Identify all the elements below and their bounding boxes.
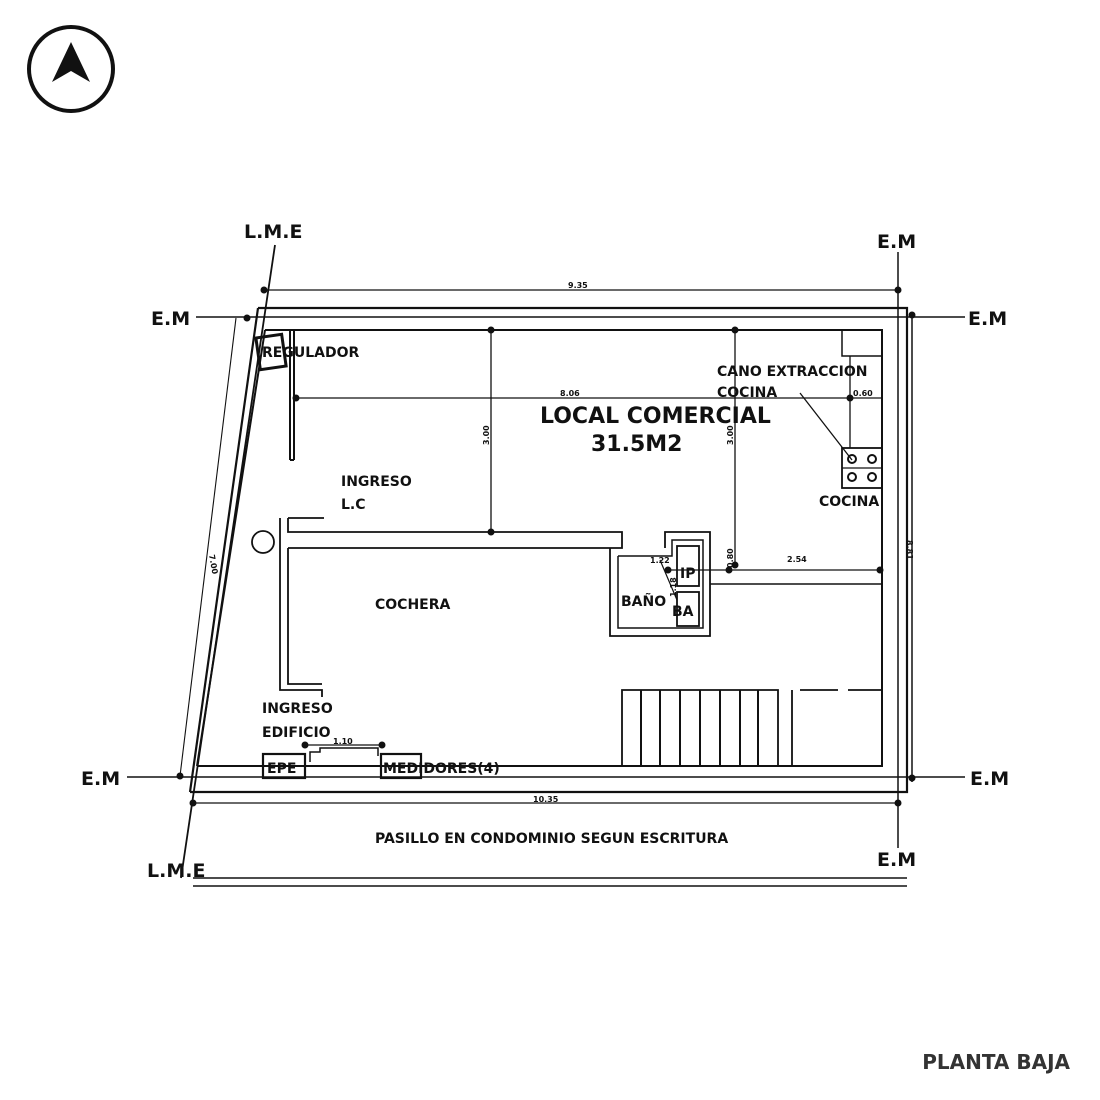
lme-label-bottom: L.M.E xyxy=(147,860,205,882)
dim-small-gap: 0.80 xyxy=(726,548,735,568)
em-label-left-bottom: E.M xyxy=(81,768,120,790)
cocina-label: COCINA xyxy=(819,494,879,510)
dim-entry-width: 1.10 xyxy=(333,737,353,746)
dim-right-depth: 8.81 xyxy=(905,540,914,560)
epe-box xyxy=(261,752,307,780)
local-comercial-area: 31.5M2 xyxy=(591,432,682,457)
bano-label: BAÑO xyxy=(621,593,666,610)
em-label-right-bottom: E.M xyxy=(970,768,1009,790)
dim-side-depth: 7.00 xyxy=(207,554,219,575)
dim-kitchen-side: 2.54 xyxy=(787,555,807,564)
ingreso-lc-label-1: INGRESO xyxy=(341,474,412,490)
cano-cocina-label: COCINA xyxy=(717,385,777,401)
cochera-label: COCHERA xyxy=(375,597,451,613)
medidores-label: MEDIDORES(4) xyxy=(383,761,500,777)
local-comercial-title: LOCAL COMERCIAL xyxy=(540,404,771,429)
dim-bath-width: 1.22 xyxy=(650,556,670,565)
dim-right-strip: 0.60 xyxy=(853,389,873,398)
bathroom-block xyxy=(609,531,884,637)
cano-extraccion-label: CANO EXTRACCION xyxy=(717,364,868,380)
dim-inner-width: 8.06 xyxy=(560,389,580,398)
north-arrow-icon xyxy=(27,25,115,113)
em-label-top-right: E.M xyxy=(877,231,916,253)
dim-bottom-width: 10.35 xyxy=(533,795,559,804)
dim-left-height-2: 3.00 xyxy=(726,425,735,445)
ingreso-edificio-label-2: EDIFICIO xyxy=(262,725,331,741)
ingreso-lc-label-2: L.C xyxy=(341,497,366,513)
regulador-label: REGULADOR xyxy=(262,345,359,361)
dim-bath-depth: 1.18 xyxy=(669,577,678,597)
dim-top-width: 9.35 xyxy=(568,281,588,290)
dim-left-height-1: 3.00 xyxy=(482,425,491,445)
staircase xyxy=(621,689,882,766)
lme-label-top: L.M.E xyxy=(244,221,302,243)
em-label-left-top: E.M xyxy=(151,308,190,330)
em-label-bottom: E.M xyxy=(877,849,916,871)
plan-caption: PLANTA BAJA xyxy=(922,1050,1070,1074)
stove-icon xyxy=(841,447,883,489)
epe-label: EPE xyxy=(267,761,296,777)
em-label-right-top: E.M xyxy=(968,308,1007,330)
pasillo-label: PASILLO EN CONDOMINIO SEGUN ESCRITURA xyxy=(375,831,728,847)
outer-wall xyxy=(188,306,913,794)
ip-label: IP xyxy=(680,566,695,582)
ba-label: BA xyxy=(672,604,694,620)
medidores-box xyxy=(379,752,423,780)
ingreso-edificio-label-1: INGRESO xyxy=(262,701,333,717)
